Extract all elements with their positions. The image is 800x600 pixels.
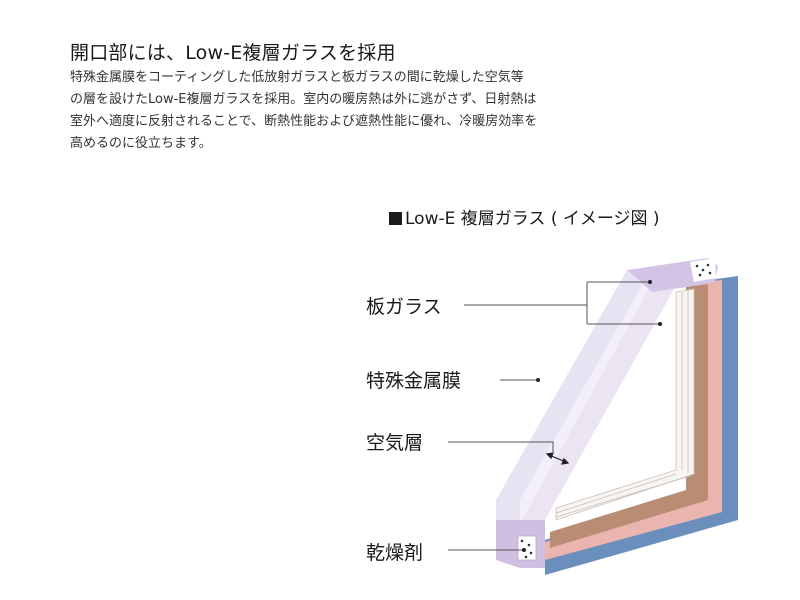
diagram-title: Low-E 複層ガラス ( イメージ図 ) [389, 204, 660, 229]
diagram-title-text: Low-E 複層ガラス ( イメージ図 ) [405, 209, 660, 229]
air-gap-arrow [545, 452, 570, 465]
description-line: の層を設けたLow-E複層ガラスを採用。室内の暖房熱は外に逃がさず、日射熱は [70, 92, 537, 107]
label-desiccant: 乾燥剤 [366, 542, 424, 564]
description: 特殊金属膜をコーティングした低放射ガラスと板ガラスの間に乾燥した空気等 の層を設… [70, 67, 670, 155]
label-air-layer: 空気層 [366, 432, 424, 454]
frame-inner-strip [555, 288, 695, 521]
glass-pane-back [522, 266, 687, 545]
description-line: 特殊金属膜をコーティングした低放射ガラスと板ガラスの間に乾燥した空気等 [70, 70, 524, 85]
label-metal-film: 特殊金属膜 [366, 370, 462, 392]
glass-pane-front [496, 268, 652, 520]
square-bullet-icon [389, 212, 402, 225]
leader-lines [448, 281, 660, 551]
description-line: 室外へ適度に反射されることで、断熱性能および遮熱性能に優れ、冷暖房効率を [70, 114, 538, 129]
leader-dots [522, 280, 662, 552]
description-line: 高めるのに役立ちます。 [70, 136, 212, 151]
label-glass: 板ガラス [366, 296, 442, 318]
page-heading: 開口部には、Low-E複層ガラスを採用 [70, 42, 396, 64]
